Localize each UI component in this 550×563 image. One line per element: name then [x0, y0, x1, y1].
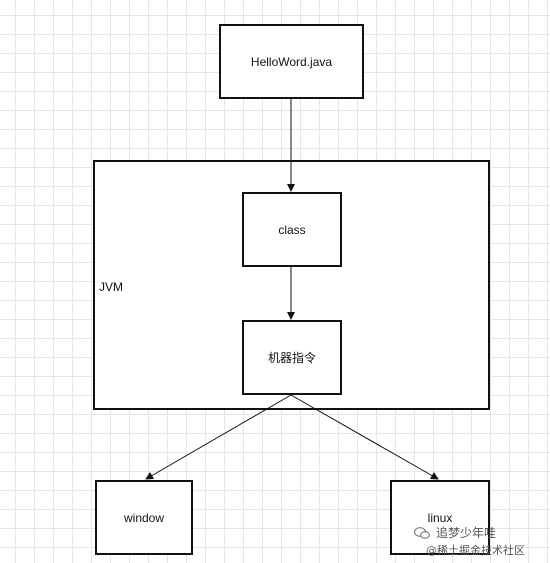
- watermark: 追梦少年哇 @稀土掘金技术社区: [414, 524, 544, 560]
- machine-instruction-node: 机器指令: [242, 320, 342, 395]
- watermark-author: 追梦少年哇: [436, 526, 497, 540]
- windows-label: window: [123, 510, 165, 525]
- watermark-community: @稀土掘金技术社区: [426, 544, 525, 557]
- class-label: class: [278, 222, 306, 237]
- chat-bubble-icon: [414, 527, 430, 539]
- machine-instruction-label: 机器指令: [267, 351, 316, 365]
- linux-node: linux: [390, 480, 490, 555]
- linux-label: linux: [427, 510, 453, 525]
- arrow-machine-to-windows: [145, 394, 292, 480]
- windows-node: window: [95, 480, 193, 555]
- arrow-machine-to-linux: [290, 394, 439, 480]
- class-node: class: [242, 192, 342, 267]
- source-file-node: HelloWord.java: [219, 24, 364, 99]
- jvm-label: JVM: [99, 280, 123, 294]
- source-file-label: HelloWord.java: [250, 54, 333, 69]
